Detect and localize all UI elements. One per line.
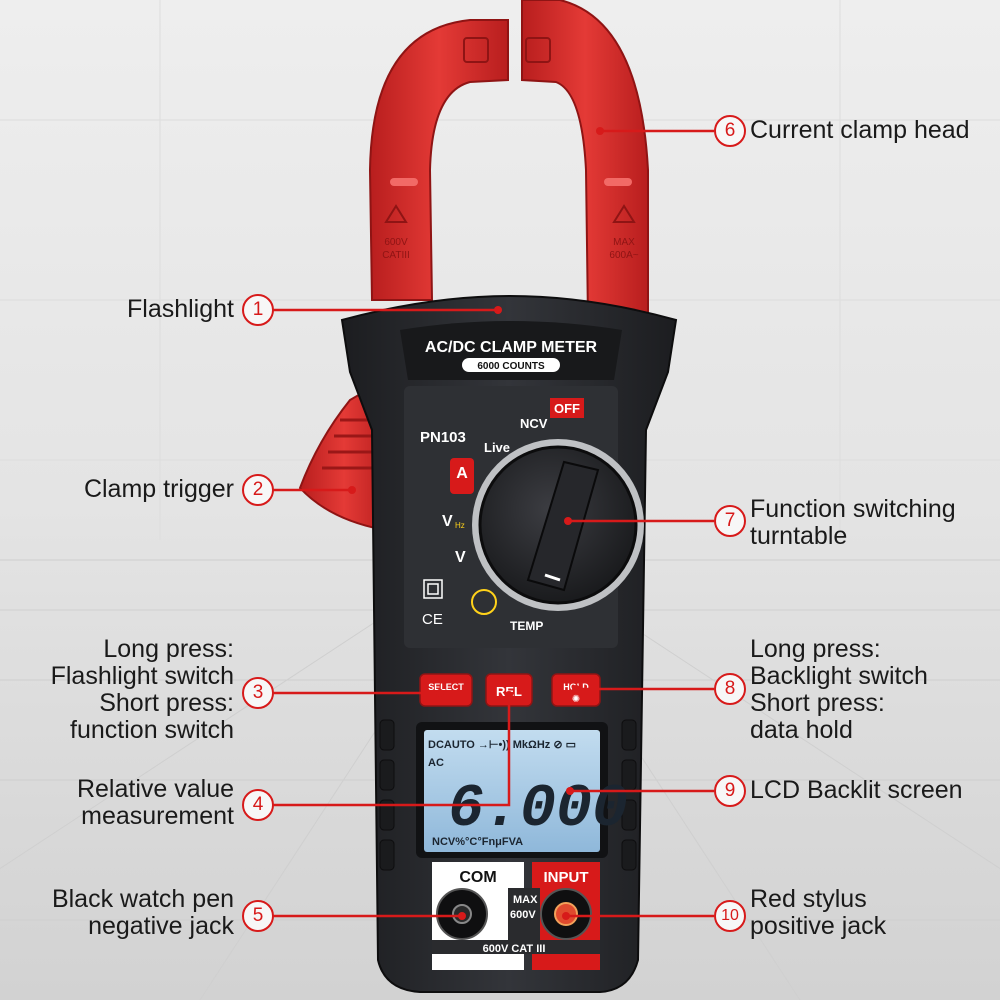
com-label: COM <box>459 869 496 886</box>
select-button[interactable] <box>419 673 473 707</box>
lcd-screen <box>424 730 600 852</box>
jaw-rating-left-1: 600V <box>384 237 408 248</box>
ohm-diode-icon <box>471 589 497 615</box>
dial-amp: A <box>456 465 468 482</box>
top-label-panel <box>400 321 622 380</box>
clamp-jaw-left <box>368 19 509 301</box>
off-badge <box>550 398 584 418</box>
callout-number-5: 5 <box>242 900 274 932</box>
lcd-reading: 6.000 <box>448 776 628 844</box>
jaw-rating-left-2: CATIII <box>382 250 410 261</box>
leader-4 <box>271 695 511 807</box>
callout-label-1: Flashlight <box>127 295 234 323</box>
knob-grip <box>526 460 600 592</box>
callout-label-10: Red stylus positive jack <box>750 885 887 940</box>
callout-number-4: 4 <box>242 789 274 821</box>
warning-icon <box>612 204 636 223</box>
warning-icon <box>384 204 408 223</box>
dial-live: Live <box>484 440 510 455</box>
select-button-label: SELECT <box>428 682 464 692</box>
callout-number-10: 10 <box>714 900 746 932</box>
jaw-rating-right-2: 600A~ <box>609 250 638 261</box>
callout-label-8: Long press: Backlight switch Short press… <box>750 635 928 744</box>
leader-dots <box>348 127 604 920</box>
side-grips <box>379 719 637 871</box>
jaw-stripe-left <box>390 178 418 186</box>
callout-number-8: 8 <box>714 673 746 705</box>
max-voltage: 600V <box>510 909 536 921</box>
jaw-mark-right <box>525 37 551 63</box>
callout-label-9: LCD Backlit screen <box>750 776 963 804</box>
double-insulation-icon <box>423 579 443 599</box>
knob-pointer <box>544 573 561 582</box>
cat-rating: 600V CAT III <box>483 943 546 955</box>
dial-v: V <box>455 549 466 566</box>
callout-label-5: Black watch pen negative jack <box>51 885 234 940</box>
callout-number-9: 9 <box>714 775 746 807</box>
lcd-bottom-row: NCV%°C°FnμFVA <box>432 836 523 848</box>
dial-ncv: NCV <box>520 416 548 431</box>
callout-number-6: 6 <box>714 115 746 147</box>
ce-mark: CE <box>422 611 443 628</box>
dial-temp: TEMP <box>510 619 543 633</box>
callout-label-3: Long press: Flashlight switch Short pres… <box>50 635 234 744</box>
callout-number-2: 2 <box>242 474 274 506</box>
callout-label-2: Clamp trigger <box>83 475 234 503</box>
max-label: MAX <box>513 894 538 906</box>
input-label: INPUT <box>544 869 589 886</box>
callout-leaders <box>271 129 714 918</box>
dial-hz: Hz <box>455 521 465 530</box>
amp-badge <box>450 458 474 494</box>
dial-off: OFF <box>554 401 580 416</box>
callout-number-3: 3 <box>242 677 274 709</box>
jaw-rating-right-1: MAX <box>613 237 635 248</box>
backlight-icon: ✺ <box>572 694 580 705</box>
counts-text: 6000 COUNTS <box>477 361 545 372</box>
callout-number-1: 1 <box>242 294 274 326</box>
trigger-ridges <box>322 418 372 470</box>
jaw-mark-left <box>463 37 489 63</box>
callout-number-7: 7 <box>714 505 746 537</box>
callout-label-6: Current clamp head <box>750 116 970 144</box>
counts-badge <box>462 358 560 372</box>
meter-title: AC/DC CLAMP METER <box>425 339 598 356</box>
model-number: PN103 <box>420 429 466 446</box>
lcd-top-row: DCAUTO →⊢•)) MkΩHz ⊘ ▭ <box>428 738 576 751</box>
dial-vhz: V <box>442 513 453 530</box>
jaw-stripe-right <box>604 178 632 186</box>
lcd-ac: AC <box>428 757 444 769</box>
callout-label-4: Relative value measurement <box>76 775 234 830</box>
clamp-jaw-right <box>521 0 649 321</box>
callout-label-7: Function switching turntable <box>750 495 956 550</box>
